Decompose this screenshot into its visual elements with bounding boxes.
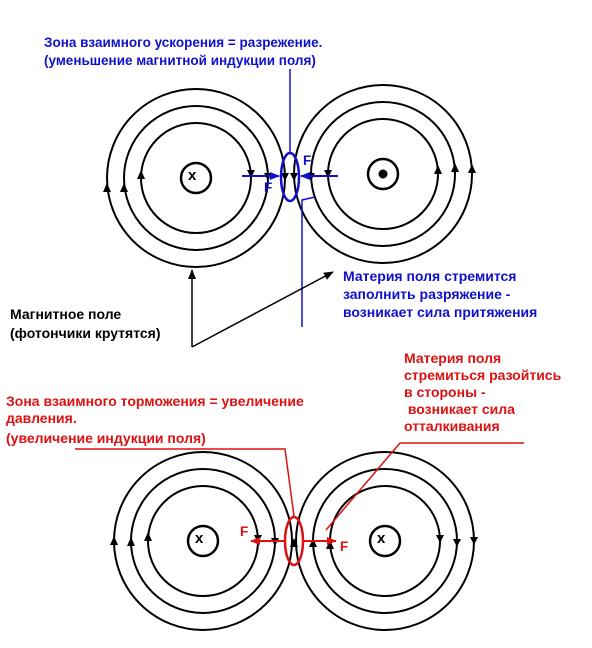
magnetic-field-label: Магнитное поле (фотончики крутятся): [10, 306, 161, 341]
braking-zone-subtitle: (увеличение индукции поля): [6, 430, 206, 446]
compression-zone-ellipse: [283, 515, 305, 567]
arrow-down-icon: [290, 173, 298, 181]
arrow-down-icon: [453, 539, 461, 547]
bottom-direction-arrows: [110, 532, 478, 549]
attraction-pointer-line: [301, 196, 316, 327]
rarefaction-zone-ellipse: [279, 151, 301, 203]
arrow-down-icon: [247, 170, 255, 178]
arrow-up-icon: [309, 538, 317, 547]
braking-zone-title: Зона взаимного торможения = увеличение д…: [6, 393, 304, 426]
arrow-up-icon: [144, 532, 152, 541]
arrow-up-icon: [103, 183, 111, 192]
repulsion-pointer-line: [325, 442, 524, 531]
arrow-up-icon: [127, 537, 135, 546]
wire-into-page: [179, 161, 213, 195]
wire-dot-icon: [378, 169, 388, 179]
wire-into-page: [368, 524, 402, 558]
arrow-down-icon: [324, 170, 332, 178]
arrow-up-icon: [110, 536, 118, 545]
arrow-up-icon: [451, 163, 459, 172]
arrow-down-icon: [281, 173, 289, 181]
wire-into-page: [186, 524, 220, 558]
acceleration-zone-subtitle: (уменьшение магнитной индукции поля): [44, 53, 316, 68]
wire-symbol: x: [188, 167, 197, 184]
compression-pointer-line: [75, 448, 295, 517]
arrow-up-icon: [137, 170, 145, 179]
arrow-down-icon: [470, 537, 478, 545]
arrow-up-icon: [290, 538, 298, 547]
force-label-right: F: [340, 539, 349, 554]
field-pointer-arrow-2: [191, 271, 334, 348]
force-label-left: F: [264, 180, 273, 195]
wire-symbol: x: [195, 530, 204, 547]
acceleration-zone-title: Зона взаимного ускорения = разрежение.: [44, 35, 323, 50]
force-label-left: F: [240, 524, 249, 539]
arrow-up-icon: [434, 165, 442, 174]
repulsion-description: Материя поля стремиться разойтись в стор…: [404, 350, 562, 434]
force-label-right: F: [303, 153, 312, 168]
arrow-down-icon: [436, 535, 444, 543]
arrow-up-icon: [120, 183, 128, 192]
arrow-up-icon: [468, 164, 476, 173]
top-direction-arrows: [103, 163, 476, 192]
wire-symbol: x: [377, 530, 386, 547]
attraction-description: Материя поля стремится заполнить разряже…: [343, 268, 538, 320]
